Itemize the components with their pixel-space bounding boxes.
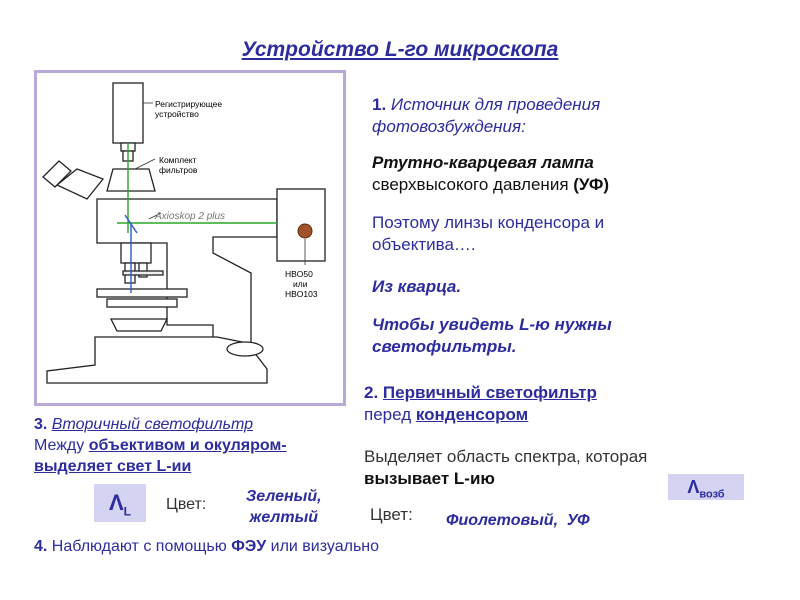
microscope-diagram: Регистрирующее устройство Комплект фильт…: [34, 70, 346, 406]
section2-desc: Выделяет область спектра, которая вызыва…: [364, 447, 648, 488]
microscope-illustration: Регистрирующее устройство Комплект фильт…: [42, 82, 326, 384]
microscope-base: [46, 336, 268, 384]
label-recorder: Регистрирующее устройство: [155, 99, 224, 119]
filter-block: [106, 168, 156, 192]
lambda-excitation-badge: Λвозб: [668, 474, 744, 501]
section3-color-value: Зеленый, желтый: [246, 488, 322, 526]
section2-heading: 2. Первичный светофильтр перед конденсор…: [364, 383, 597, 424]
section3-color-label: Цвет:: [166, 496, 207, 513]
section1-filters: Чтобы увидеть L-ю нужны светофильтры.: [372, 315, 612, 356]
section2-color-label: Цвет:: [370, 505, 413, 524]
recorder-body: [112, 82, 144, 144]
condenser: [109, 318, 169, 332]
lamp-bulb: [297, 223, 313, 239]
section1-heading: 1. Источник для проведения фотовозбужден…: [372, 95, 601, 136]
section1-lens: Поэтому линзы конденсора и объектива….: [372, 213, 605, 254]
section4-text: 4. Наблюдают с помощью ФЭУ или визуально: [34, 538, 380, 555]
label-lamp: HBO50 или HBO103: [285, 269, 318, 299]
page-title: Устройство L-го микроскопа: [241, 38, 559, 61]
section1-quartz: Из кварца.: [372, 277, 462, 296]
label-model: Axioskop 2 plus: [154, 211, 225, 222]
lambda-luminescence-badge: ΛL: [94, 484, 146, 522]
stage: [96, 288, 188, 298]
section2-color-value: Фиолетовый, УФ: [446, 512, 590, 529]
section1-lamp: Ртутно-кварцевая лампа сверхвысокого дав…: [372, 153, 610, 194]
section3-heading: 3. Вторичный светофильтр Между объективо…: [34, 416, 287, 475]
eyepiece: [55, 168, 105, 200]
label-filters: Комплект фильтров: [159, 155, 199, 175]
